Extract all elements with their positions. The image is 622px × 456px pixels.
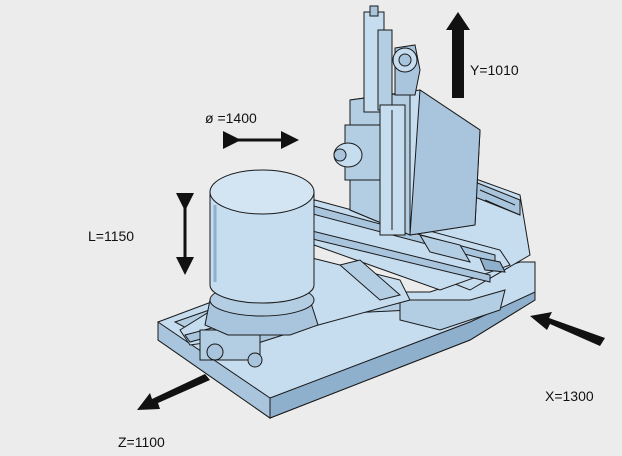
direction-arrow-icon bbox=[530, 312, 605, 346]
diameter-label: ø =1400 bbox=[205, 110, 257, 126]
x-axis-label: X=1300 bbox=[545, 388, 594, 404]
direction-arrow-icon bbox=[137, 374, 210, 410]
direction-arrow-icon bbox=[446, 12, 470, 98]
workpiece-cylinder bbox=[204, 169, 319, 336]
z-axis-label: Z=1100 bbox=[118, 434, 165, 450]
spindle-head bbox=[333, 104, 406, 236]
y-axis-label: Y=1010 bbox=[470, 62, 519, 78]
length-label: L=1150 bbox=[88, 228, 135, 244]
